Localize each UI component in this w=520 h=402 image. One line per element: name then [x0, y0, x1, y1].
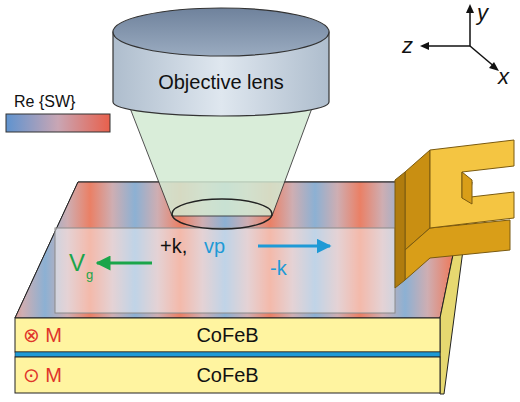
antenna-inner: [462, 172, 472, 204]
axis-label: y: [477, 2, 488, 24]
axis-head: [420, 42, 429, 50]
node-text: vp: [204, 236, 225, 256]
axis-label: z: [402, 35, 413, 57]
colour-bar-label: Re {SW}: [14, 94, 75, 110]
axis-head: [466, 4, 474, 13]
node-text: g: [86, 268, 93, 281]
group-velocity-arrow: [97, 262, 152, 265]
node-text: CoFeB: [196, 365, 258, 385]
phase-velocity-arrow: [258, 245, 330, 248]
node-text: ⊗ M: [23, 325, 62, 345]
node-text: ⊙ M: [23, 365, 62, 385]
node-text: CoFeB: [196, 325, 258, 345]
axis-label: x: [498, 66, 509, 88]
cofeb-layer: [15, 357, 440, 393]
axis-y: [469, 8, 471, 46]
antenna-front: [405, 220, 510, 280]
node-text: Objective lens: [158, 72, 284, 92]
node-text: +k,: [160, 236, 187, 256]
measurement-box: Vg +k, vp -k: [55, 228, 395, 313]
measurement-window: [55, 228, 395, 313]
light-cone: [130, 108, 312, 216]
lens-label-box: Objective lens: [113, 62, 329, 102]
antenna-edge: [395, 172, 405, 288]
lens-top: [113, 8, 329, 56]
node-text: -k: [270, 258, 287, 278]
spacer-layer: [15, 352, 440, 357]
axis-z: [424, 45, 470, 47]
cofeb-layer: [15, 318, 440, 352]
node-text: V: [69, 251, 85, 275]
cofeb-band: ⊗ M CoFeB: [15, 318, 440, 352]
axis-head: [489, 62, 499, 71]
cofeb-band: ⊙ M CoFeB: [15, 357, 440, 393]
focus-spot: [172, 199, 272, 229]
antenna-top: [430, 140, 514, 228]
colour-bar: [6, 114, 110, 132]
